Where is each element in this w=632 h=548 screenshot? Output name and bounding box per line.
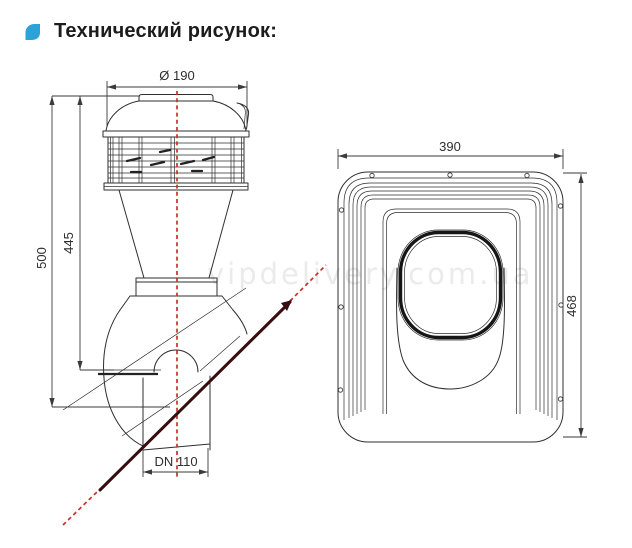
vent-ball-joint [62,287,248,451]
blue-corner-leaf-icon [25,23,40,40]
plate-dimensions: 390 468 [337,139,587,438]
plate-outline [337,171,564,443]
dim-label-plate-width: 390 [439,139,461,154]
vent-side-view-drawing: 500 445 Ø 190 DN 110 [34,68,327,526]
section-header: Технический рисунок: [24,20,277,43]
roof-slope-arrowhead [281,300,292,311]
page-title: Технический рисунок: [54,20,278,42]
dim-label-total-height: 500 [34,247,49,269]
vent-cap [102,94,250,138]
vent-grille [107,136,245,184]
dim-label-plate-height: 468 [564,295,579,317]
opening-skirt-outline [396,267,505,390]
plate-ridges [343,177,558,420]
plate-opening [396,229,505,390]
dim-label-pipe-diameter: DN 110 [154,454,197,469]
watermark-text: vipdelivery.com.ua [207,257,533,291]
dim-label-top-diameter: Ø 190 [159,68,194,83]
roof-slope-centerline [62,264,327,526]
flashing-plate-drawing: 390 468 [337,139,587,443]
plate-mounting-holes [337,172,564,402]
vent-dimensions: 500 445 Ø 190 DN 110 [34,68,248,477]
roof-slope-line [98,300,292,492]
dim-label-pipe-height: 445 [61,232,76,254]
